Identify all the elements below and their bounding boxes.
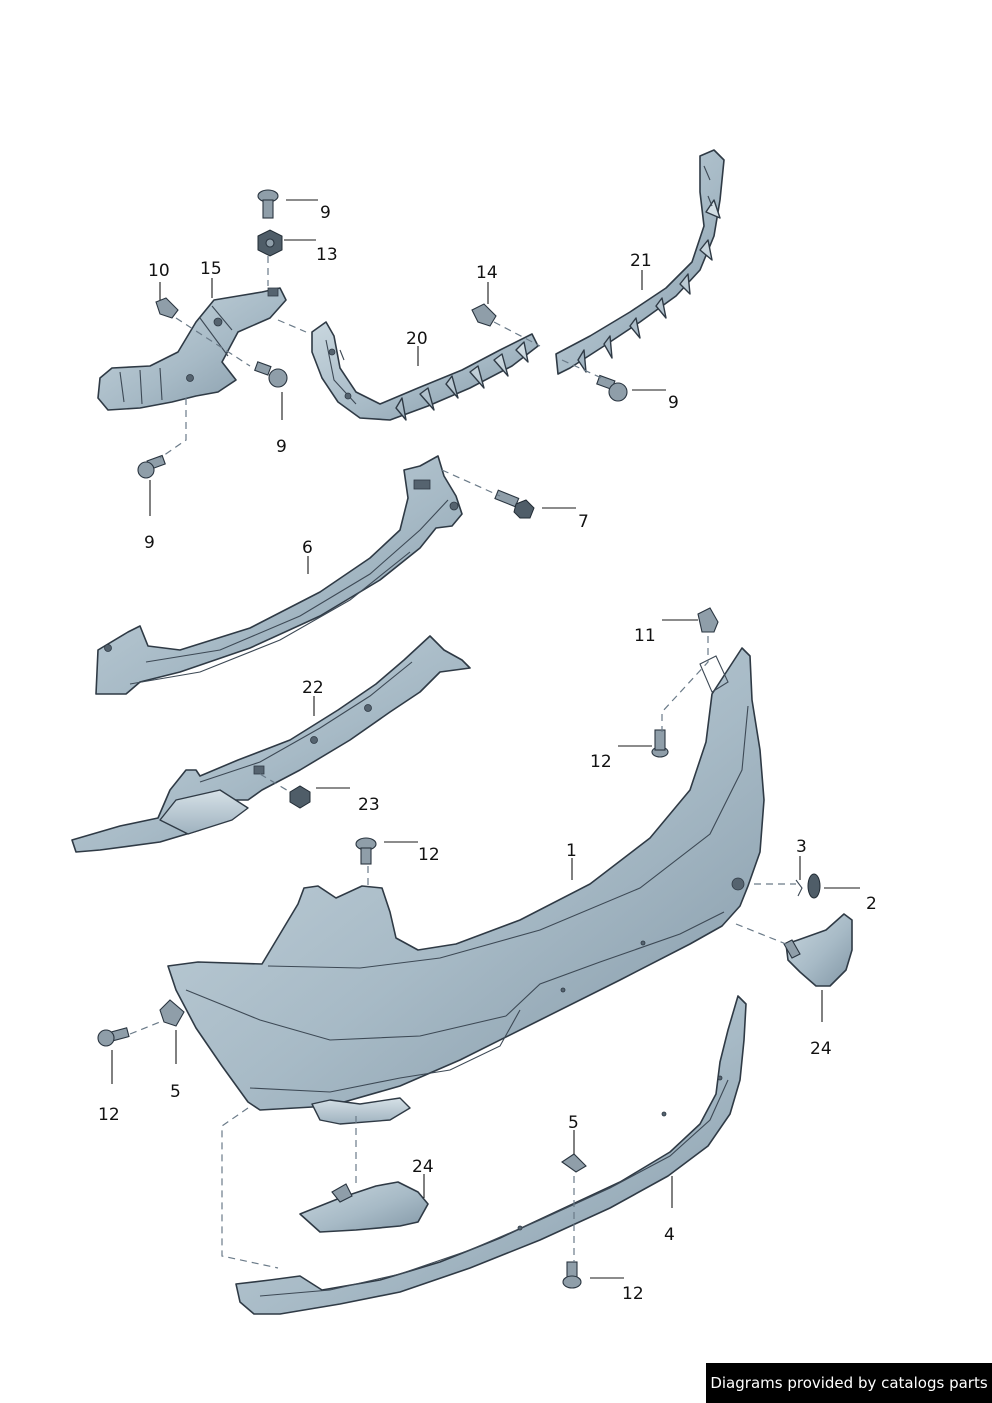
callout-12-right: 12	[590, 752, 612, 772]
callout-9-right: 9	[668, 393, 679, 413]
callout-12-spoiler: 12	[622, 1284, 644, 1304]
callout-3: 3	[796, 837, 807, 857]
clip-11	[697, 607, 719, 633]
screw-9-top	[257, 189, 279, 219]
screw-9-left	[137, 454, 166, 479]
callout-10: 10	[148, 261, 170, 281]
callout-5-left: 5	[170, 1082, 181, 1102]
callout-15: 15	[200, 259, 222, 279]
reflector-part-24-right	[783, 913, 853, 987]
nut-13	[257, 229, 283, 257]
callout-12-left: 12	[98, 1105, 120, 1125]
bumper-cover-part-1	[167, 647, 765, 1125]
callout-1: 1	[566, 841, 577, 861]
callout-6: 6	[302, 538, 313, 558]
callout-7: 7	[578, 512, 589, 532]
screw-9-right-rail	[596, 374, 628, 402]
callout-23: 23	[358, 795, 380, 815]
callout-5-spoiler: 5	[568, 1113, 579, 1133]
callout-12-center: 12	[418, 845, 440, 865]
callout-14: 14	[476, 263, 498, 283]
callout-11: 11	[634, 626, 656, 646]
screw-12-spoiler	[562, 1261, 582, 1289]
clip-10	[155, 297, 179, 319]
guide-rail-part-21	[555, 149, 725, 375]
alignment-lines	[129, 256, 796, 1269]
spoiler-part-4	[235, 995, 747, 1315]
clip-5-spoiler	[561, 1153, 587, 1173]
left-bracket-part-15	[97, 287, 287, 411]
callout-9-bracket: 9	[276, 437, 287, 457]
screw-12-top-center	[355, 837, 377, 865]
clip-3	[795, 879, 803, 897]
callout-labels: 9 13 10 15 14 21 20 9 9 7 9 6 11 22 12 2…	[98, 203, 877, 1304]
clip-14	[471, 303, 497, 327]
callout-21: 21	[630, 251, 652, 271]
callout-13: 13	[316, 245, 338, 265]
callout-2: 2	[866, 894, 877, 914]
reflector-part-24-left	[299, 1181, 429, 1233]
nut-23	[289, 785, 311, 809]
screw-9-bracket	[254, 361, 288, 388]
screw-12-left	[97, 1027, 130, 1047]
bolt-7	[494, 489, 535, 519]
callout-24-right: 24	[810, 1039, 832, 1059]
callout-22: 22	[302, 678, 324, 698]
screw-12-bumper-right	[651, 729, 669, 758]
guide-rail-part-20	[311, 321, 539, 421]
credit-banner: Diagrams provided by catalogs parts	[706, 1363, 992, 1403]
deflector-part-22	[71, 635, 471, 853]
clip-5-left	[159, 999, 185, 1027]
cap-2	[807, 873, 821, 899]
callout-4: 4	[664, 1225, 675, 1245]
leader-lines	[111, 199, 860, 1279]
reinforcement-bar-part-6	[95, 455, 463, 695]
callout-20: 20	[406, 329, 428, 349]
callout-9-left: 9	[144, 533, 155, 553]
callout-24-left: 24	[412, 1157, 434, 1177]
callout-9-top: 9	[320, 203, 331, 223]
